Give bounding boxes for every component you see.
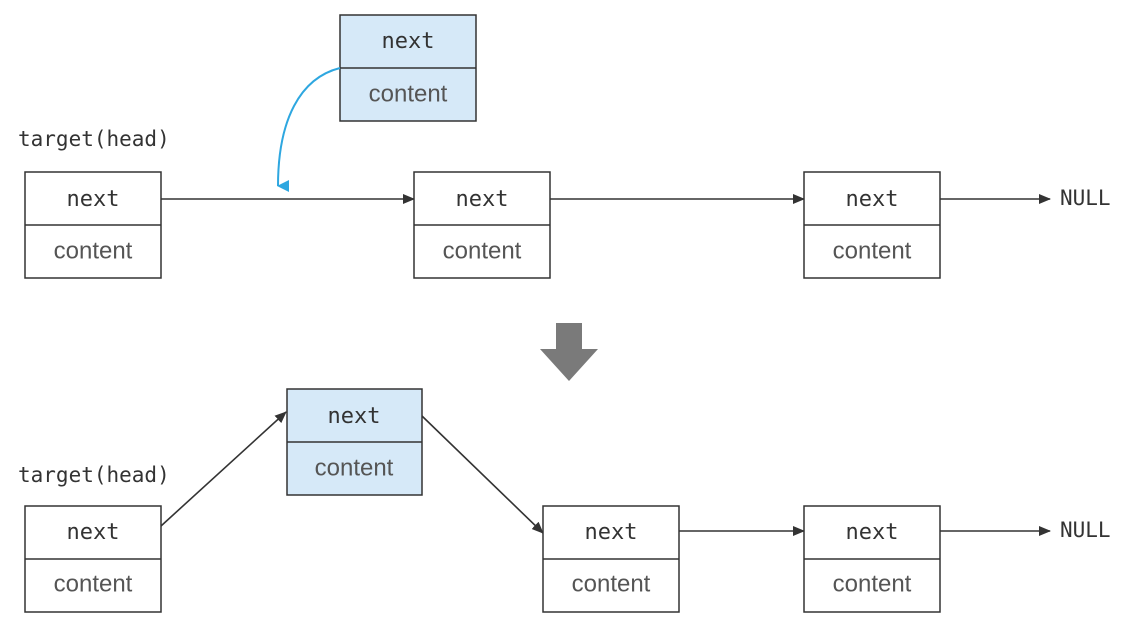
null-label: NULL xyxy=(1060,186,1111,210)
new-node: next content xyxy=(339,14,477,122)
before-section: next content target(head) next content n… xyxy=(18,14,1111,279)
inserted-node: next content xyxy=(286,388,423,496)
node-content-label: content xyxy=(572,570,651,597)
node-content-label: content xyxy=(315,454,394,481)
list-node: next content xyxy=(24,505,162,613)
pointer-arrow xyxy=(160,411,287,527)
new-node-content-label: content xyxy=(369,80,448,107)
node-next-label: next xyxy=(846,520,899,545)
list-node: next content xyxy=(803,505,941,613)
down-arrow-icon xyxy=(540,323,598,381)
pointer-arrow xyxy=(421,415,544,534)
node-next-label: next xyxy=(846,187,899,212)
node-next-label: next xyxy=(328,404,381,429)
null-label: NULL xyxy=(1060,518,1111,542)
new-node-next-label: next xyxy=(382,29,435,54)
head-label: target(head) xyxy=(18,127,170,151)
after-section: target(head) next content next content n… xyxy=(18,388,1111,613)
insert-curve-arrow xyxy=(277,67,341,193)
node-next-label: next xyxy=(456,187,509,212)
node-next-label: next xyxy=(585,520,638,545)
node-content-label: content xyxy=(54,237,133,264)
node-next-label: next xyxy=(67,520,120,545)
node-content-label: content xyxy=(833,570,912,597)
node-content-label: content xyxy=(54,570,133,597)
node-next-label: next xyxy=(67,187,120,212)
list-node: next content xyxy=(803,171,941,279)
list-node: next content xyxy=(24,171,162,279)
list-node: next content xyxy=(413,171,551,279)
head-label: target(head) xyxy=(18,463,170,487)
node-content-label: content xyxy=(833,237,912,264)
list-node: next content xyxy=(542,505,680,613)
node-content-label: content xyxy=(443,237,522,264)
